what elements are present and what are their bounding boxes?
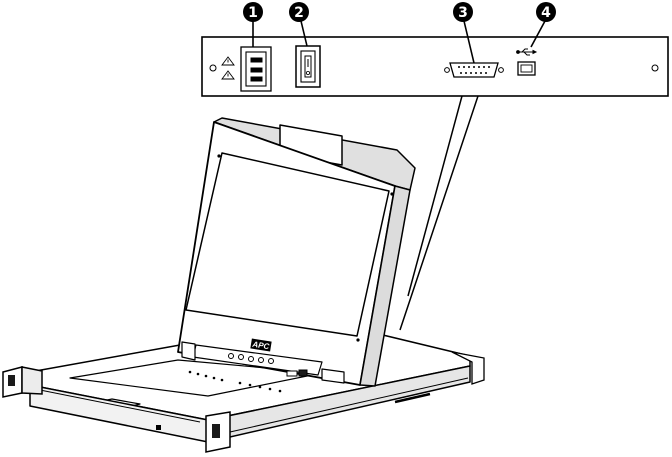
usb-port (518, 62, 535, 75)
callout-4-number: 4 (541, 5, 551, 21)
rear-panel (202, 37, 668, 96)
callout-2: 2 (289, 2, 309, 22)
callout-1-number: 1 (248, 5, 258, 21)
power-switch (296, 46, 320, 87)
panel-screw-right (652, 65, 658, 71)
kvm-port (445, 63, 504, 77)
callout-2-number: 2 (294, 5, 304, 21)
callout-3-number: 3 (458, 5, 468, 21)
zoom-lines (400, 96, 478, 330)
callout-1: 1 (243, 2, 263, 22)
rack-ear-left (3, 367, 42, 397)
panel-screw-left (210, 65, 216, 71)
callout-3: 3 (453, 2, 473, 22)
lcd-panel (178, 118, 415, 386)
callout-4: 4 (536, 2, 556, 22)
rack-ear-right (206, 412, 230, 452)
power-socket (241, 47, 271, 91)
